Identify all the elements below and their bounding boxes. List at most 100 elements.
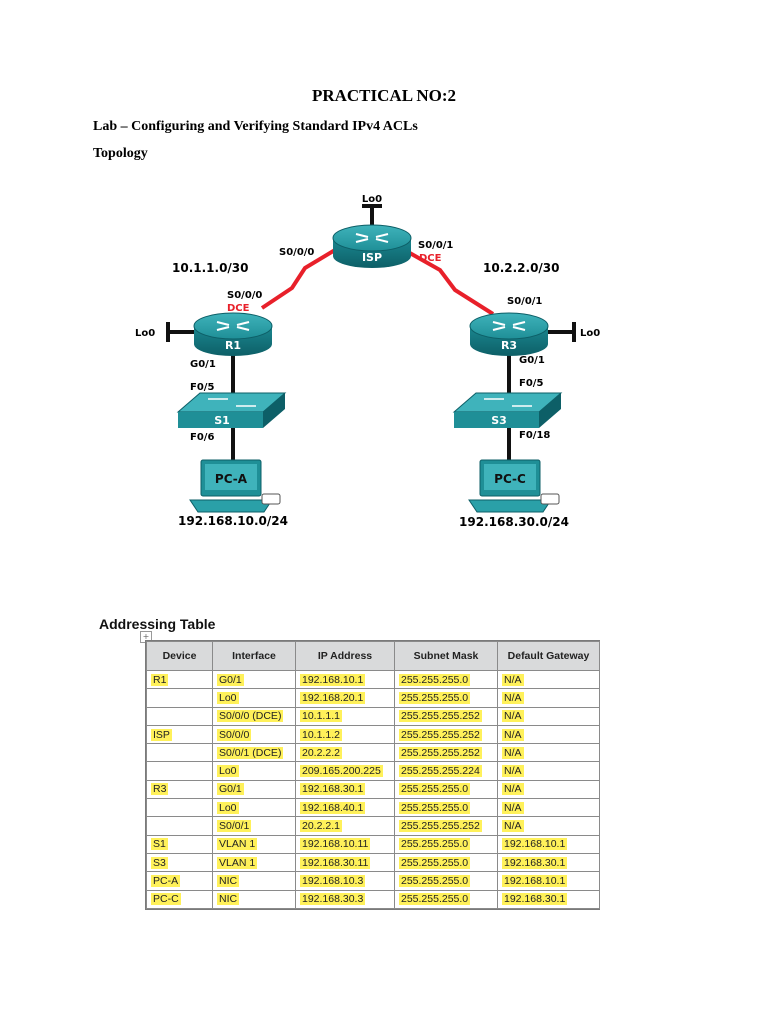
- cell-value: 255.255.255.0: [399, 691, 471, 704]
- table-cell: 192.168.10.3: [295, 871, 395, 891]
- page-title: PRACTICAL NO:2: [311, 86, 457, 105]
- cell-value: S3: [151, 856, 168, 869]
- network-left-label: 10.1.1.0/30: [172, 261, 249, 275]
- cell-value: 255.255.255.0: [399, 874, 471, 887]
- table-cell: NIC: [212, 889, 296, 909]
- cell-value: 209.165.200.225: [300, 765, 383, 778]
- r1-dce-label: DCE: [227, 303, 250, 314]
- r1-g01-label: G0/1: [190, 359, 216, 370]
- cell-value: 20.2.2.1: [300, 820, 342, 833]
- cell-value: 10.1.1.2: [300, 728, 342, 741]
- cell-value: 192.168.10.3: [300, 874, 366, 887]
- cell-value: 255.255.255.0: [399, 801, 471, 814]
- column-header: Subnet Mask: [394, 641, 498, 671]
- table-cell: S0/0/0: [212, 724, 296, 745]
- cell-value: PC-C: [151, 893, 181, 906]
- r3-label: R3: [501, 339, 517, 352]
- table-cell: 10.1.1.2: [295, 724, 395, 745]
- cell-value: N/A: [502, 691, 524, 704]
- table-cell: [146, 761, 213, 781]
- cell-value: 10.1.1.1: [300, 710, 342, 723]
- table-cell: [146, 688, 213, 708]
- cell-value: 255.255.255.224: [399, 765, 482, 778]
- table-cell: [146, 743, 213, 763]
- s3-switch[interactable]: S3: [452, 392, 563, 428]
- lab-subtitle: Lab – Configuring and Verifying Standard…: [93, 119, 418, 134]
- pcc-network-label: 192.168.30.0/24: [459, 515, 569, 529]
- table-cell: N/A: [497, 816, 600, 836]
- table-cell: Lo0: [212, 688, 296, 708]
- pca-computer[interactable]: PC-A: [189, 459, 281, 513]
- table-cell: 255.255.255.0: [394, 688, 498, 708]
- isp-lo0-label: Lo0: [362, 194, 382, 205]
- router-arrows-icon: [355, 233, 389, 243]
- cell-value: 255.255.255.252: [399, 820, 482, 833]
- cell-value: S0/0/1 (DCE): [217, 746, 284, 759]
- isp-s000-label: S0/0/0: [279, 247, 314, 258]
- table-cell: N/A: [497, 779, 600, 800]
- cell-value: N/A: [502, 728, 524, 741]
- cell-value: 255.255.255.252: [399, 728, 482, 741]
- pcc-computer[interactable]: PC-C: [468, 459, 560, 513]
- cell-value: N/A: [502, 765, 524, 778]
- table-row: Lo0 209.165.200.225 255.255.255.224 N/A: [146, 761, 600, 781]
- network-right-label: 10.2.2.0/30: [483, 261, 560, 275]
- cell-value: S0/0/0: [217, 728, 252, 741]
- table-cell: Lo0: [212, 798, 296, 818]
- cell-value: Lo0: [217, 691, 239, 704]
- table-cell: S0/0/1 (DCE): [212, 743, 296, 763]
- cell-value: 192.168.40.1: [300, 801, 366, 814]
- cell-value: R3: [151, 783, 169, 796]
- table-cell: 192.168.10.11: [295, 834, 395, 854]
- cell-value: [151, 765, 155, 777]
- cell-value: 255.255.255.0: [399, 838, 471, 851]
- pca-network-label: 192.168.10.0/24: [178, 514, 288, 528]
- cell-value: 192.168.10.1: [502, 838, 568, 851]
- table-cell: NIC: [212, 871, 296, 891]
- table-cell: 20.2.2.2: [295, 743, 395, 763]
- isp-label: ISP: [362, 251, 382, 264]
- table-cell: 192.168.30.1: [295, 779, 395, 800]
- table-cell: 192.168.40.1: [295, 798, 395, 818]
- cell-value: Lo0: [217, 765, 239, 778]
- cell-value: N/A: [502, 746, 524, 759]
- pca-label: PC-A: [215, 472, 248, 486]
- table-cell: 192.168.30.1: [497, 889, 600, 909]
- table-cell: [146, 798, 213, 818]
- isp-router[interactable]: ISP: [332, 224, 412, 268]
- cell-value: N/A: [502, 783, 524, 796]
- cell-value: N/A: [502, 710, 524, 723]
- cell-value: 255.255.255.252: [399, 710, 482, 723]
- table-row: ISP S0/0/0 10.1.1.2 255.255.255.252 N/A: [146, 724, 600, 745]
- table-cell: 10.1.1.1: [295, 706, 395, 726]
- table-cell: [146, 706, 213, 726]
- column-header: Default Gateway: [497, 641, 600, 671]
- table-cell: 255.255.255.0: [394, 798, 498, 818]
- table-cell: S3: [146, 852, 213, 873]
- table-cell: ISP: [146, 724, 213, 745]
- r1-s000-label: S0/0/0: [227, 290, 262, 301]
- column-header: Interface: [212, 641, 296, 671]
- cell-value: 192.168.10.1: [300, 673, 366, 686]
- table-cell: 255.255.255.252: [394, 816, 498, 836]
- addressing-table: Device Interface IP Address Subnet Mask …: [145, 640, 600, 910]
- s1-f05-label: F0/5: [190, 382, 214, 393]
- cell-value: S1: [151, 838, 168, 851]
- table-cell: R1: [146, 669, 213, 690]
- cell-value: Lo0: [217, 801, 239, 814]
- table-cell: 192.168.30.1: [497, 852, 600, 873]
- s1-switch[interactable]: S1: [176, 392, 287, 428]
- cell-value: ISP: [151, 728, 172, 741]
- table-cell: Lo0: [212, 761, 296, 781]
- r3-lo0-label: Lo0: [580, 328, 600, 339]
- cell-value: 192.168.30.1: [300, 783, 366, 796]
- r3-router[interactable]: R3: [469, 312, 549, 356]
- cell-value: VLAN 1: [217, 856, 258, 869]
- table-cell: 192.168.30.3: [295, 889, 395, 909]
- r1-router[interactable]: R1: [193, 312, 273, 356]
